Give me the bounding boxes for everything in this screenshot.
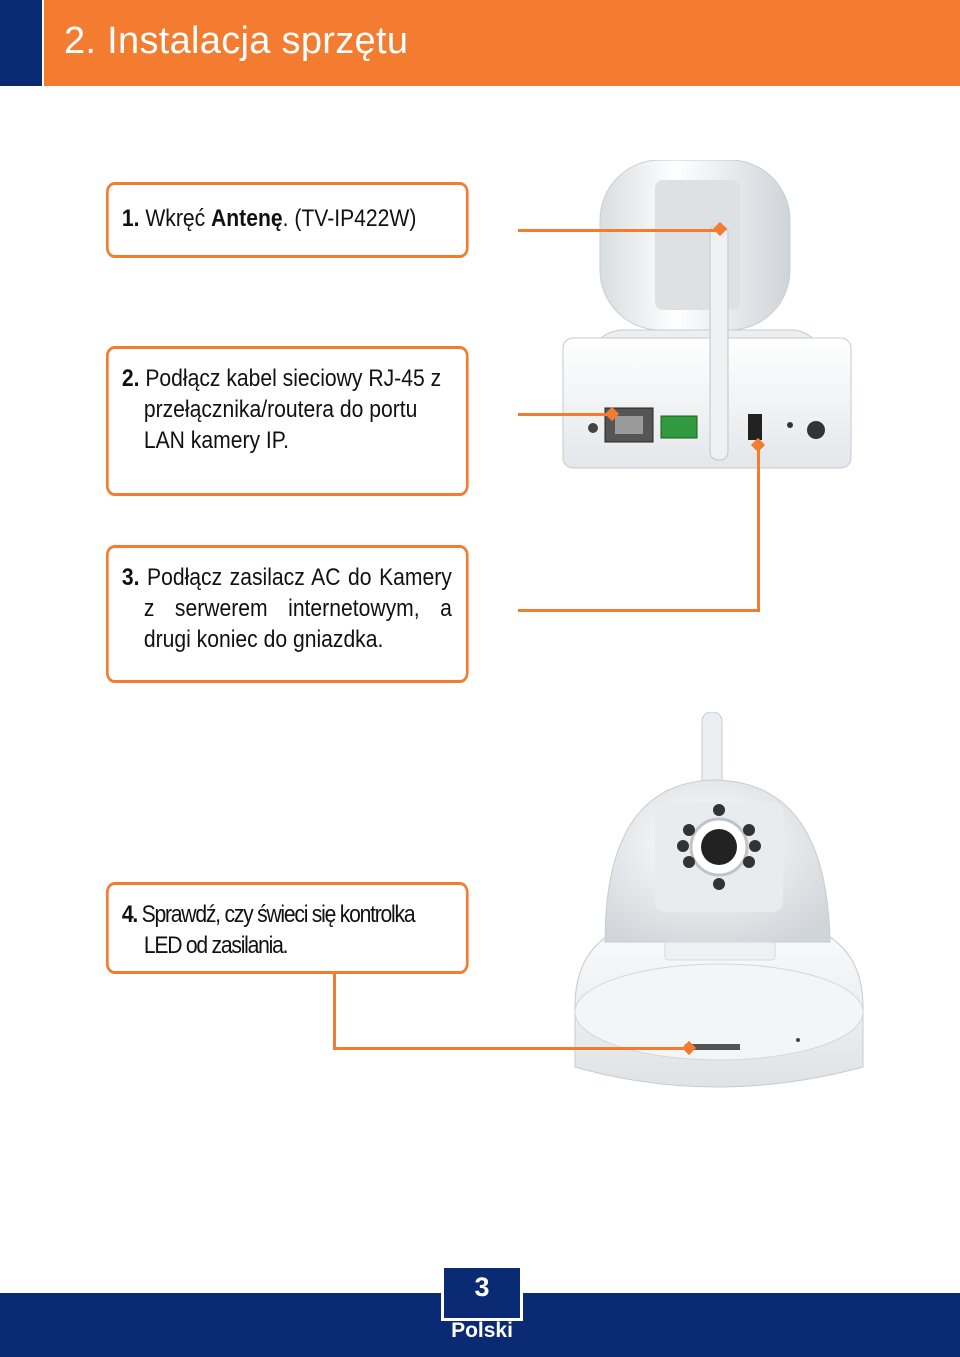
step-1-text-after: . (TV-IP422W) <box>282 205 417 232</box>
language-label: Polski <box>451 1319 513 1342</box>
header-blue-block <box>0 0 42 86</box>
step-1-number: 1. <box>121 205 140 232</box>
step-2-text: Podłącz kabel sieciowy RJ-45 z przełączn… <box>139 365 442 454</box>
step-1-text-bold: Antenę <box>211 205 283 232</box>
connector-line-4b <box>333 1047 688 1050</box>
connector-line-2 <box>518 413 613 416</box>
step-3-number: 3. <box>121 564 140 591</box>
step-1-text-before: Wkręć <box>139 205 212 232</box>
step-4-callout: 4. Sprawdź, czy świeci się kontrolka LED… <box>106 882 469 974</box>
step-1-callout: 1. Wkręć Antenę. (TV-IP422W) <box>106 182 469 258</box>
step-4-number: 4. <box>121 901 138 928</box>
step-2-number: 2. <box>121 365 140 392</box>
camera-rear-image <box>562 160 852 469</box>
step-3-text: Podłącz zasilacz AC do Kamery z serwerem… <box>139 564 452 653</box>
connector-line-3a <box>518 609 760 612</box>
step-2-callout: 2. Podłącz kabel sieciowy RJ-45 z przełą… <box>106 346 469 496</box>
page-title: 2. Instalacja sprzętu <box>64 20 409 62</box>
page-number-box <box>441 1265 523 1321</box>
camera-front-image <box>574 712 864 1088</box>
connector-line-4a <box>333 974 336 1050</box>
step-3-callout: 3. Podłącz zasilacz AC do Kamery z serwe… <box>106 545 469 683</box>
connector-line-3b <box>757 445 760 612</box>
step-4-text: Sprawdź, czy świeci się kontrolka LED od… <box>136 901 416 959</box>
connector-line-1 <box>518 229 721 232</box>
page-number: 3 <box>474 1272 490 1302</box>
header-bar <box>44 0 960 86</box>
